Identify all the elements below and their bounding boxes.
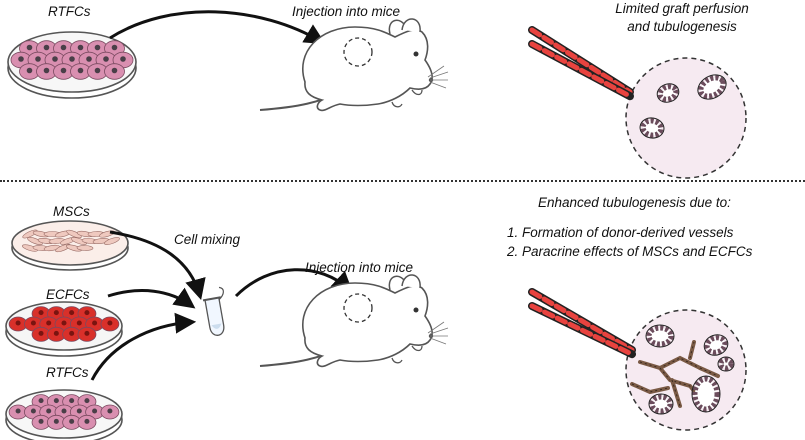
outcome-line-2: and tubulogenesis [627, 19, 737, 34]
tubule [649, 394, 673, 414]
msc-cell [71, 237, 87, 245]
rtfc-label-top: RTFCs [48, 4, 91, 19]
outcome-title-bottom: Enhanced tubulogenesis due to: [538, 195, 731, 210]
msc-cell [104, 237, 120, 245]
arrow-ecfc-to-tube [107, 287, 196, 309]
ecfc-label: ECFCs [46, 287, 90, 302]
rtfc-dish-bottom [5, 389, 123, 440]
donor-vessel [670, 378, 682, 408]
outcome-line-1: Limited graft perfusion [615, 1, 749, 16]
injection-label-top: Injection into mice [292, 4, 401, 19]
tubule [704, 335, 728, 355]
outcome-item-2: 2. Paracrine effects of MSCs and ECFCs [507, 244, 753, 259]
tubule [657, 84, 679, 102]
arrow-msc-to-tube [109, 230, 206, 301]
msc-cell [66, 229, 82, 239]
graft-top [528, 26, 747, 179]
msc-cell [27, 237, 43, 245]
arrow-to-injection-bottom [234, 268, 354, 298]
mouse-top [259, 17, 449, 112]
graft-bottom [528, 288, 747, 431]
tubule [718, 357, 734, 371]
panel-divider [0, 180, 805, 182]
msc-cell [76, 245, 94, 251]
rtfc-label-bottom: RTFCs [46, 365, 89, 380]
tubule [646, 325, 674, 347]
rtfc-dish-top [7, 31, 137, 99]
arrow-rtfc-to-tube [90, 312, 197, 381]
msc-dish [11, 220, 129, 271]
injection-label-bottom: Injection into mice [305, 260, 414, 275]
arrow-to-injection-top [109, 10, 326, 45]
tubule [698, 75, 726, 99]
mixing-tube [202, 286, 225, 336]
outcome-caption-top: Limited graft perfusion and tubulogenesi… [607, 0, 757, 36]
mouse-bottom [259, 273, 449, 368]
donor-vessel [688, 340, 696, 360]
outcome-item-1: 1. Formation of donor-derived vessels [507, 225, 734, 240]
tubule [640, 118, 664, 138]
tubule [692, 376, 720, 412]
cell-mixing-label: Cell mixing [174, 232, 241, 247]
ecfc-dish [5, 301, 123, 357]
msc-label: MSCs [53, 204, 90, 219]
